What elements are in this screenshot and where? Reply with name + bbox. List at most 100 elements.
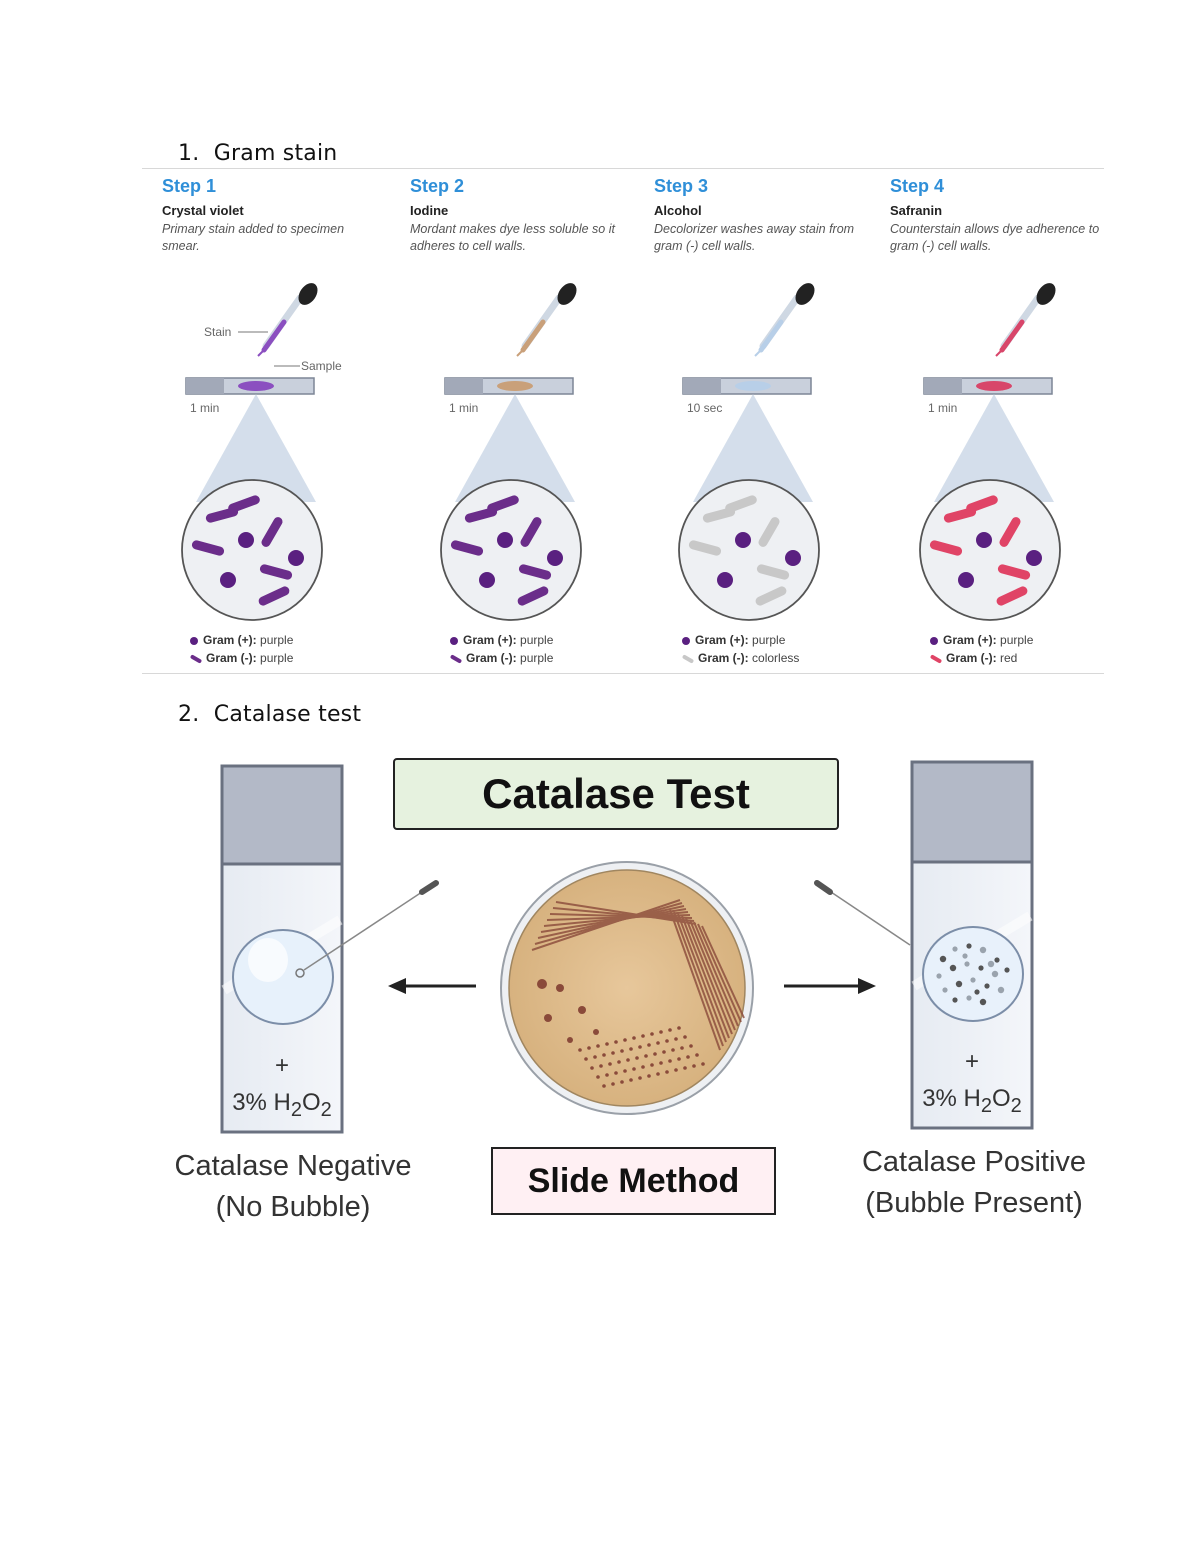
caption-line: (Bubble Present) bbox=[865, 1187, 1083, 1219]
bacterial-colony bbox=[635, 1056, 639, 1060]
streak-line bbox=[701, 925, 745, 1019]
cocci-bacterium bbox=[497, 532, 513, 548]
streak-line bbox=[681, 915, 730, 1039]
cocci-bacterium bbox=[958, 572, 974, 588]
rod-bacterium bbox=[996, 586, 1028, 606]
legend-pos-label: Gram (+): bbox=[943, 633, 997, 647]
legend-neg-value: colorless bbox=[752, 651, 800, 665]
catalase-test-title-box: Catalase Test bbox=[393, 758, 839, 830]
cocci-bacterium bbox=[547, 550, 563, 566]
gas-bubble bbox=[952, 946, 958, 952]
rod-bacterium bbox=[758, 517, 780, 547]
legend-neg-value: purple bbox=[260, 651, 294, 665]
glass-slide bbox=[444, 377, 574, 395]
divider-top bbox=[142, 168, 1104, 169]
gas-bubble bbox=[964, 961, 970, 967]
cocci-swatch bbox=[682, 636, 690, 645]
rod-swatch bbox=[681, 654, 695, 664]
rod-bacterium bbox=[205, 507, 239, 523]
rod-bacterium bbox=[702, 507, 736, 523]
gas-bubble bbox=[994, 957, 1000, 963]
step-desc: Decolorizer washes away stain from gram … bbox=[654, 222, 855, 253]
step-1-illustration: 1 min bbox=[181, 283, 323, 621]
bacterial-colony bbox=[626, 1058, 630, 1062]
legend-positive: Gram (+): purple bbox=[450, 631, 553, 649]
bacterial-colony bbox=[632, 1036, 636, 1040]
section-title: Gram stain bbox=[213, 141, 338, 166]
streak-line bbox=[669, 909, 721, 1051]
bacterial-colony bbox=[623, 1069, 627, 1073]
bacterial-colony bbox=[605, 1042, 609, 1046]
gas-bubble bbox=[966, 995, 972, 1001]
streak-line bbox=[543, 911, 689, 927]
legend-positive: Gram (+): purple bbox=[190, 631, 293, 649]
bacterial-colony bbox=[668, 1059, 672, 1063]
step-name: Crystal violet bbox=[162, 203, 244, 218]
bacterial-colony bbox=[620, 1080, 624, 1084]
step-title: Step 1 bbox=[162, 176, 217, 196]
step-title: Step 3 bbox=[654, 176, 709, 196]
bacterial-colony bbox=[683, 1035, 687, 1039]
bacterial-colony bbox=[593, 1055, 597, 1059]
step-2-legend: Gram (+): purple Gram (-): purple bbox=[449, 631, 553, 667]
gas-bubble bbox=[955, 980, 963, 988]
cocci-bacterium bbox=[288, 550, 304, 566]
streak-line bbox=[685, 917, 733, 1035]
reagent-sub: 2 bbox=[320, 1098, 332, 1121]
cocci-bacterium bbox=[220, 572, 236, 588]
gas-bubble bbox=[949, 964, 957, 972]
cocci-swatch bbox=[450, 636, 458, 645]
bacterial-colony bbox=[596, 1044, 600, 1048]
step-3-header: Step 3 Alcohol Decolorizer washes away s… bbox=[654, 176, 864, 255]
arrow-right bbox=[784, 978, 876, 994]
streak-line bbox=[540, 908, 687, 933]
catalase-test-title: Catalase Test bbox=[482, 770, 750, 817]
bacterial-colony bbox=[659, 1030, 663, 1034]
rod-bacterium bbox=[261, 517, 283, 547]
cocci-bacterium bbox=[785, 550, 801, 566]
legend-negative: Gram (-): colorless bbox=[681, 649, 800, 667]
rod-bacterium bbox=[755, 586, 787, 606]
gas-bubble bbox=[942, 987, 948, 993]
stained-sample bbox=[735, 381, 771, 391]
reagent-text: 3% H bbox=[922, 1085, 981, 1112]
bacterial-colony bbox=[632, 1067, 636, 1071]
bacterial-colony bbox=[656, 1041, 660, 1045]
bacterial-colony bbox=[578, 1006, 586, 1014]
caption-line: Catalase Negative bbox=[174, 1150, 412, 1182]
gas-bubble bbox=[962, 953, 968, 959]
streak-line bbox=[697, 923, 742, 1023]
streak-line bbox=[673, 911, 724, 1047]
streak-line bbox=[689, 919, 736, 1031]
rod-bacterium bbox=[997, 564, 1031, 580]
bacterial-colony bbox=[614, 1071, 618, 1075]
gas-bubble bbox=[984, 983, 990, 989]
legend-pos-label: Gram (+): bbox=[463, 633, 517, 647]
section-heading-gram-stain: 1. Gram stain bbox=[178, 141, 337, 166]
bacterial-colony bbox=[677, 1057, 681, 1061]
legend-pos-value: purple bbox=[1000, 633, 1034, 647]
rod-bacterium bbox=[929, 540, 963, 556]
no-bubble-drop bbox=[232, 929, 334, 1025]
bacterial-colony bbox=[641, 1065, 645, 1069]
bacterial-colony bbox=[641, 1034, 645, 1038]
time-label: 1 min bbox=[449, 401, 478, 415]
dropper-icon bbox=[754, 283, 815, 357]
catalase-positive-caption: Catalase Positive (Bubble Present) bbox=[838, 1142, 1110, 1224]
bacterial-colony bbox=[662, 1050, 666, 1054]
dropper-icon bbox=[257, 283, 318, 357]
gas-bubble bbox=[997, 986, 1005, 994]
legend-pos-value: purple bbox=[752, 633, 786, 647]
step-2-illustration: 1 min bbox=[440, 283, 582, 621]
gas-bubble bbox=[974, 989, 980, 995]
legend-neg-label: Gram (-): bbox=[466, 651, 517, 665]
bacterial-colony bbox=[665, 1039, 669, 1043]
glass-slide bbox=[923, 377, 1053, 395]
positive-reagent-label: 3% H2O2 bbox=[912, 1085, 1032, 1118]
cocci-bacterium bbox=[735, 532, 751, 548]
time-label: 1 min bbox=[928, 401, 957, 415]
bacterial-colony bbox=[593, 1029, 599, 1035]
arrow-left bbox=[388, 978, 476, 994]
rod-swatch bbox=[189, 654, 203, 664]
bacterial-colony bbox=[629, 1047, 633, 1051]
